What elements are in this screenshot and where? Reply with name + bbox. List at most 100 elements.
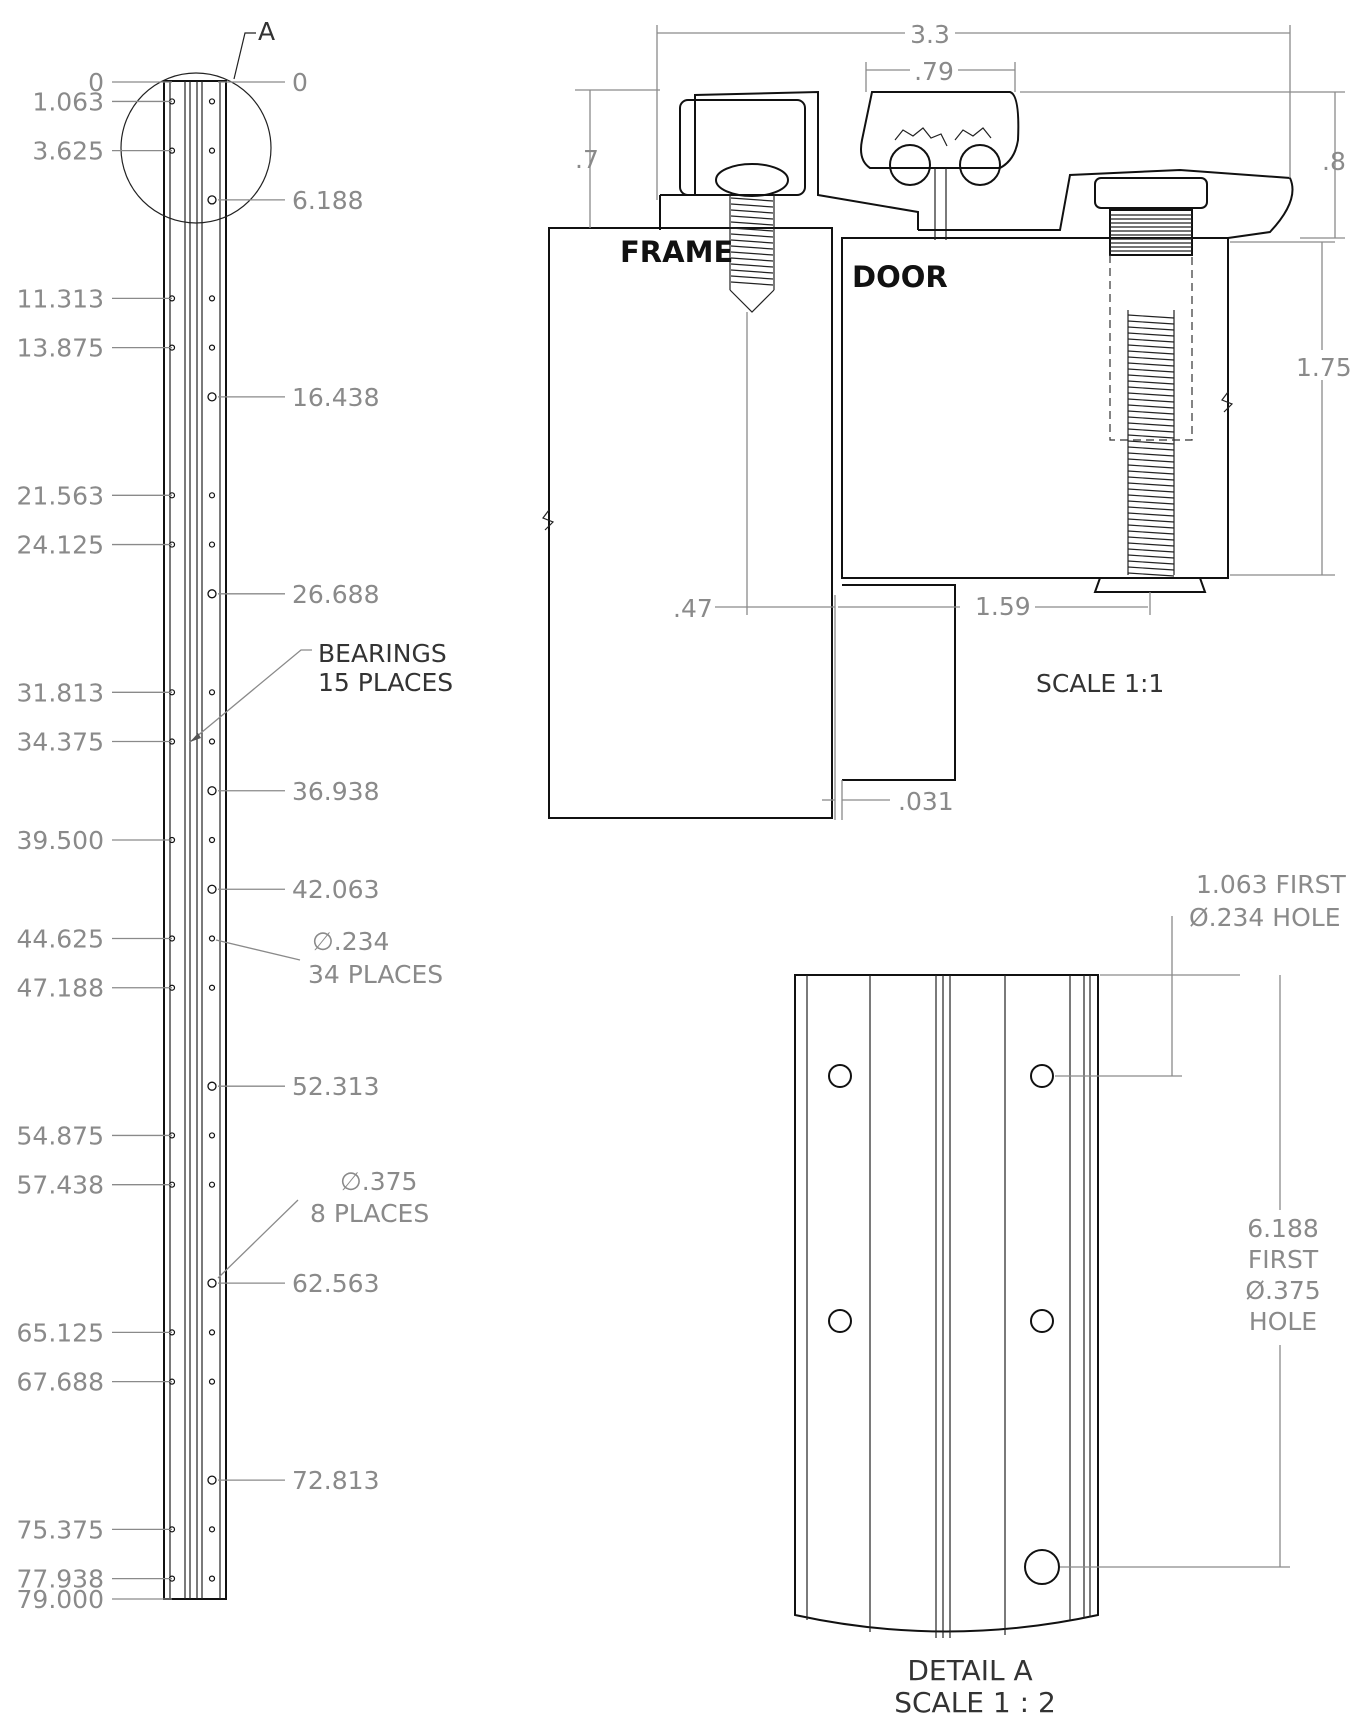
left-dim-label: 75.375 (17, 1515, 104, 1544)
small-hole (208, 738, 216, 745)
thread-line (1127, 368, 1175, 373)
thread-line (1127, 530, 1175, 535)
thread-line (730, 281, 774, 286)
detail-hole-large (1024, 1549, 1060, 1585)
thread-line (1127, 548, 1175, 553)
thread-line (730, 251, 774, 256)
thread-line (730, 233, 774, 238)
detail-large-hole-note-line3: Ø.375 (1245, 1276, 1320, 1305)
thread-line (730, 269, 774, 274)
left-dimension-group: 01.0633.62511.31313.87521.56324.12531.81… (17, 68, 172, 1614)
frame-block (548, 227, 833, 819)
thread-line (1127, 344, 1175, 349)
door-block (841, 237, 1229, 579)
door-screw-sleeve (1109, 255, 1193, 441)
thread-line (1127, 536, 1175, 541)
frame-leaf (659, 90, 919, 230)
hole-375-note-line2: 8 PLACES (310, 1199, 429, 1228)
thread-line (1127, 320, 1175, 325)
large-hole (207, 589, 217, 599)
left-dim-label: 65.125 (17, 1318, 104, 1347)
thread-line (1127, 518, 1175, 523)
hinge-strip-outline (163, 80, 227, 1600)
small-hole (208, 344, 216, 351)
bearings-note-line2: 15 PLACES (318, 668, 453, 697)
small-hole (208, 1378, 216, 1385)
left-dim-label: 79.000 (17, 1585, 104, 1614)
small-hole (208, 492, 216, 499)
thread-line (730, 257, 774, 262)
door-screw-threads (1110, 214, 1192, 577)
thread-line (730, 263, 774, 268)
hole-375-note-line1: ∅.375 (340, 1167, 417, 1196)
thread-line (1127, 500, 1175, 505)
right-dim-label: 6.188 (292, 186, 364, 215)
small-hole (208, 836, 216, 844)
detail-title: DETAIL A (907, 1654, 1032, 1687)
thread-line (1127, 356, 1175, 361)
hole-375-leader (217, 1199, 299, 1279)
left-dim-label: 34.375 (17, 728, 104, 757)
thread-line (1127, 410, 1175, 415)
small-hole (208, 935, 216, 942)
left-dim-label: 1.063 (32, 87, 104, 116)
thread-line (730, 245, 774, 250)
thread-line (730, 275, 774, 280)
door-screw-nut (1093, 577, 1207, 593)
thread-line (1127, 452, 1175, 457)
door-screw-head (1094, 177, 1208, 209)
small-hole (208, 1526, 216, 1533)
thread-line (1127, 560, 1175, 565)
thread-line (1127, 554, 1175, 559)
thread-line (1127, 488, 1175, 493)
thread-line (1127, 374, 1175, 379)
hole-234-note-line1: ∅.234 (312, 927, 389, 956)
thread-line (1127, 314, 1175, 319)
knuckle-right-bearing (959, 144, 1001, 186)
left-dim-label: 21.563 (17, 481, 104, 510)
thread-line (1127, 326, 1175, 331)
detail-a-leader (233, 32, 256, 80)
left-dim-label: 11.313 (17, 284, 104, 313)
thread-line (1127, 524, 1175, 529)
detail-small-hole-note-line2: Ø.234 HOLE (1189, 903, 1341, 932)
left-dim-label: 31.813 (17, 678, 104, 707)
thread-line (730, 239, 774, 244)
right-dim-label: 42.063 (292, 875, 379, 904)
detail-a-circle (120, 72, 272, 224)
detail-large-hole-note-line2: FIRST (1248, 1245, 1319, 1274)
dim-overall-width: 3.3 (910, 20, 950, 49)
bearings-note-line1: BEARINGS (318, 639, 447, 668)
detail-hole-small (1030, 1064, 1054, 1088)
thread-line (1127, 446, 1175, 451)
detail-small-hole-note-line1: 1.063 FIRST (1196, 870, 1347, 899)
large-hole (207, 1475, 217, 1485)
thread-line (1127, 416, 1175, 421)
dim-door-thickness: 1.75 (1296, 353, 1352, 382)
thread-line (1127, 332, 1175, 337)
thread-line (1127, 362, 1175, 367)
section-scale: SCALE 1:1 (1036, 669, 1164, 698)
thread-line (1127, 506, 1175, 511)
detail-a-view: 1.063 FIRST Ø.234 HOLE 6.188 FIRST Ø.375… (794, 870, 1347, 1719)
dim-screw-location: 1.59 (975, 592, 1031, 621)
hole-234-leader (215, 939, 301, 961)
large-hole (207, 195, 217, 205)
detail-large-hole-note-line4: HOLE (1249, 1307, 1317, 1336)
thread-line (730, 221, 774, 226)
thread-line (1127, 380, 1175, 385)
small-hole (208, 1329, 216, 1336)
thread-line (1127, 464, 1175, 469)
thread-line (730, 227, 774, 232)
thread-line (1127, 566, 1175, 571)
right-dim-label: 62.563 (292, 1269, 379, 1298)
thread-line (1127, 512, 1175, 517)
right-dim-label: 52.313 (292, 1072, 379, 1101)
thread-line (1127, 542, 1175, 547)
small-hole (208, 1132, 216, 1139)
thread-line (1127, 440, 1175, 445)
thread-line (1127, 470, 1175, 475)
thread-line (730, 203, 774, 208)
door-stop (842, 584, 956, 781)
left-dim-label: 54.875 (17, 1121, 104, 1150)
